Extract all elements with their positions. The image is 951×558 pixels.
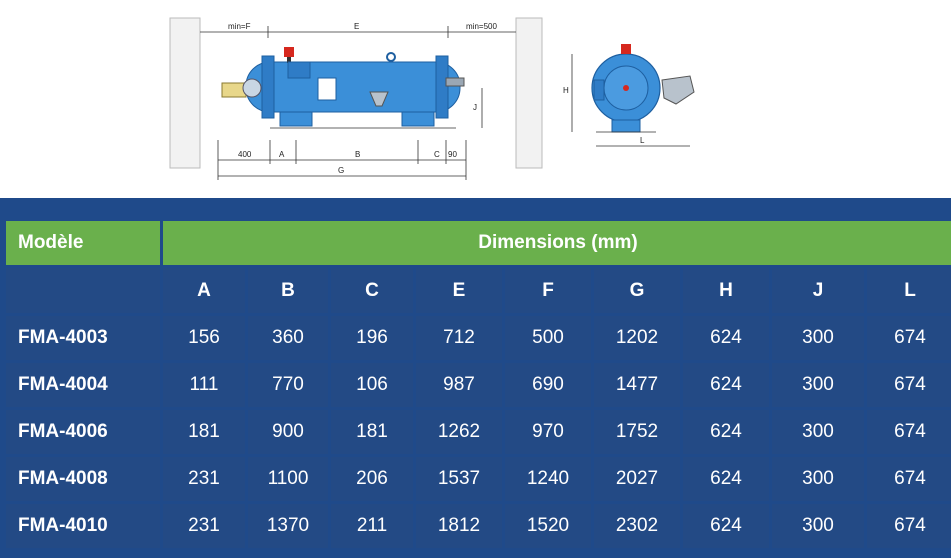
- value-cell: 181: [331, 410, 413, 454]
- filter-tank-body: [245, 61, 461, 113]
- column-header: H: [683, 268, 769, 313]
- filter-dimension-diagram: min=F E min=500 J: [169, 17, 695, 180]
- value-cell: 1477: [594, 363, 680, 407]
- technical-drawing: min=F E min=500 J: [0, 0, 951, 198]
- model-cell: FMA-4004: [6, 363, 160, 407]
- value-cell: 987: [416, 363, 502, 407]
- column-header: A: [163, 268, 245, 313]
- value-cell: 360: [248, 316, 328, 360]
- dimensions-header: Dimensions (mm): [163, 221, 951, 265]
- table-row: FMA-4006 181 900 181 1262 970 1752 624 3…: [6, 410, 951, 454]
- value-cell: 1537: [416, 457, 502, 501]
- value-cell: 2027: [594, 457, 680, 501]
- value-cell: 690: [505, 363, 591, 407]
- value-cell: 206: [331, 457, 413, 501]
- value-cell: 1202: [594, 316, 680, 360]
- value-cell: 500: [505, 316, 591, 360]
- value-cell: 2302: [594, 504, 680, 548]
- value-cell: 1752: [594, 410, 680, 454]
- left-support-foot: [279, 111, 313, 127]
- value-cell: 970: [505, 410, 591, 454]
- model-cell: FMA-4003: [6, 316, 160, 360]
- dim-j-label: J: [473, 103, 477, 112]
- value-cell: 106: [331, 363, 413, 407]
- column-header: F: [505, 268, 591, 313]
- dim-e-label: E: [354, 22, 359, 31]
- value-cell: 674: [867, 316, 951, 360]
- model-cell: FMA-4010: [6, 504, 160, 548]
- table-row: FMA-4004 111 770 106 987 690 1477 624 30…: [6, 363, 951, 407]
- value-cell: 300: [772, 457, 864, 501]
- value-cell: 624: [683, 457, 769, 501]
- empty-header-cell: [6, 268, 160, 313]
- pressure-indicator-icon: [284, 47, 294, 57]
- column-header: B: [248, 268, 328, 313]
- dim-400-label: 400: [238, 150, 252, 159]
- dim-a-label: A: [279, 150, 285, 159]
- column-header: L: [867, 268, 951, 313]
- dim-c-label: C: [434, 150, 440, 159]
- dim-h-label: H: [563, 86, 569, 95]
- value-cell: 770: [248, 363, 328, 407]
- value-cell: 624: [683, 504, 769, 548]
- column-header: J: [772, 268, 864, 313]
- column-header: G: [594, 268, 680, 313]
- right-support-foot: [401, 111, 435, 127]
- table-row: FMA-4008 231 1100 206 1537 1240 2027 624…: [6, 457, 951, 501]
- value-cell: 624: [683, 410, 769, 454]
- model-header: Modèle: [6, 221, 160, 265]
- value-cell: 111: [163, 363, 245, 407]
- model-cell: FMA-4008: [6, 457, 160, 501]
- left-wall: [169, 17, 201, 169]
- dim-b-label: B: [355, 150, 360, 159]
- control-box: [317, 77, 337, 101]
- drain-valve-icon: [369, 91, 389, 107]
- value-cell: 674: [867, 457, 951, 501]
- value-cell: 1812: [416, 504, 502, 548]
- table-row: FMA-4003 156 360 196 712 500 1202 624 30…: [6, 316, 951, 360]
- value-cell: 300: [772, 410, 864, 454]
- value-cell: 156: [163, 316, 245, 360]
- side-indicator-icon: [621, 44, 631, 54]
- side-valve-icon: [661, 75, 695, 105]
- dimensions-table-panel: Modèle Dimensions (mm) A B C E F G H J L…: [0, 198, 951, 558]
- model-cell: FMA-4006: [6, 410, 160, 454]
- right-wall: [515, 17, 543, 169]
- value-cell: 1370: [248, 504, 328, 548]
- value-cell: 674: [867, 410, 951, 454]
- value-cell: 712: [416, 316, 502, 360]
- value-cell: 231: [163, 504, 245, 548]
- motor-unit: [221, 82, 247, 98]
- value-cell: 674: [867, 504, 951, 548]
- dim-min-f-label: min=F: [228, 22, 251, 31]
- dim-l-label: L: [640, 136, 645, 145]
- value-cell: 300: [772, 504, 864, 548]
- value-cell: 1520: [505, 504, 591, 548]
- value-cell: 211: [331, 504, 413, 548]
- value-cell: 624: [683, 316, 769, 360]
- value-cell: 900: [248, 410, 328, 454]
- value-cell: 624: [683, 363, 769, 407]
- table-row: FMA-4010 231 1370 211 1812 1520 2302 624…: [6, 504, 951, 548]
- value-cell: 1100: [248, 457, 328, 501]
- value-cell: 231: [163, 457, 245, 501]
- value-cell: 181: [163, 410, 245, 454]
- dimensions-table: Modèle Dimensions (mm) A B C E F G H J L…: [3, 218, 951, 551]
- value-cell: 196: [331, 316, 413, 360]
- value-cell: 300: [772, 363, 864, 407]
- dim-min-500-label: min=500: [466, 22, 497, 31]
- column-header: C: [331, 268, 413, 313]
- dim-g-label: G: [338, 166, 344, 175]
- value-cell: 1262: [416, 410, 502, 454]
- column-header: E: [416, 268, 502, 313]
- value-cell: 674: [867, 363, 951, 407]
- dim-90-label: 90: [448, 150, 457, 159]
- value-cell: 300: [772, 316, 864, 360]
- value-cell: 1240: [505, 457, 591, 501]
